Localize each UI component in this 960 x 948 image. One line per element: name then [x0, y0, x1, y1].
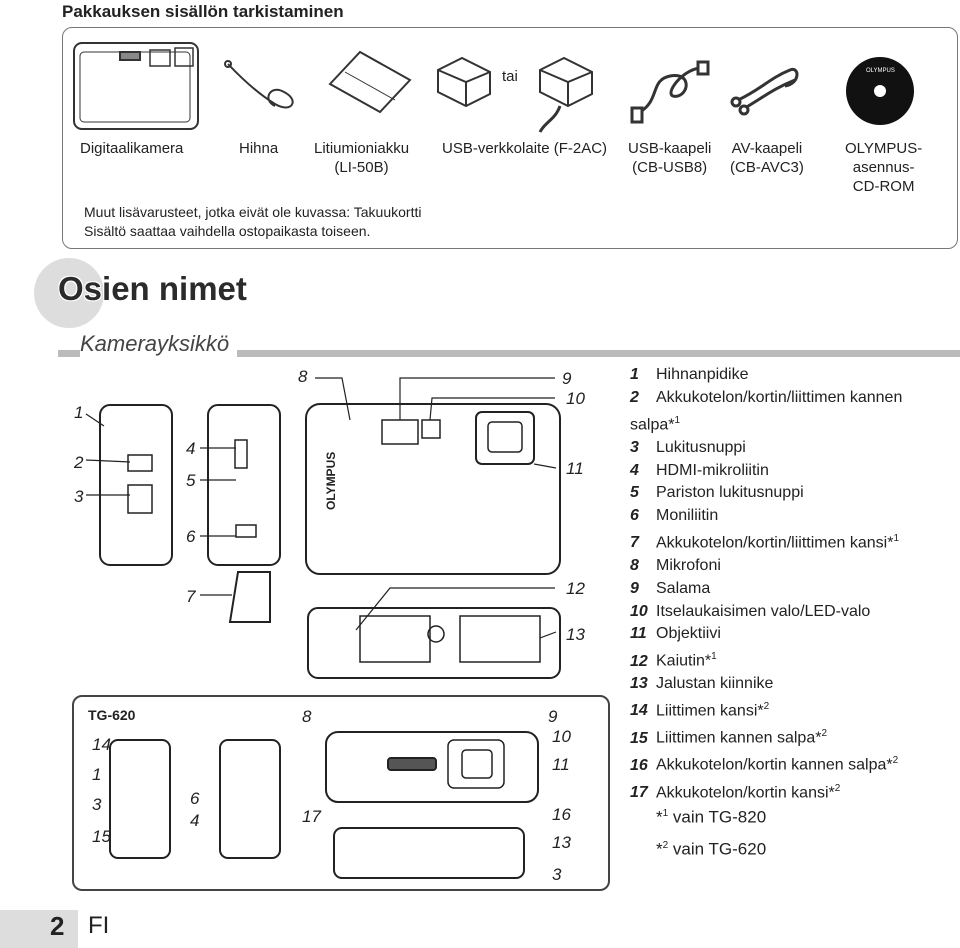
usb-adapter-icon: [437, 56, 593, 133]
battery-icon: [328, 50, 412, 114]
tg620-label: TG-620: [88, 707, 136, 723]
callout-13: 13: [566, 625, 585, 644]
callout-tg-11: 11: [552, 755, 570, 774]
callout-3: 3: [74, 487, 84, 506]
callout-tg-3: 3: [92, 795, 102, 814]
tg620-box: [72, 695, 610, 891]
camera-diagram: OLYMPUS 1 2 3 4 5 6 7 8 9 10 11 12 13 14…: [73, 367, 585, 884]
callout-4: 4: [186, 439, 195, 458]
camera-front-view: [305, 403, 561, 575]
callout-tg-16: 16: [552, 805, 571, 824]
contents-note-line1: Muut lisävarusteet, jotka eivät ole kuva…: [84, 204, 422, 220]
callout-tg-6: 6: [190, 789, 200, 808]
item-strap-label: Hihna: [239, 140, 279, 157]
contents-title: Pakkauksen sisällön tarkistaminen: [62, 2, 344, 21]
callout-tg-14: 14: [92, 735, 111, 754]
callout-2: 2: [73, 453, 84, 472]
strap-icon: [224, 60, 294, 109]
tg620-side-open-view: [219, 739, 281, 859]
av-cable-icon: [730, 67, 799, 116]
callout-tg-9: 9: [548, 707, 558, 726]
item-camera-label: Digitaalikamera: [80, 140, 184, 157]
callout-tg-4: 4: [190, 811, 199, 830]
page-number: 2: [50, 911, 65, 941]
contents-box: [62, 27, 958, 249]
callout-9: 9: [562, 369, 572, 388]
accessories-illustration: OLYMPUS: [73, 42, 914, 133]
item-cd-rom-label: OLYMPUS- asennus- CD-ROM: [845, 140, 923, 195]
part-item-continuation: salpa*1: [630, 414, 681, 433]
callout-1: 1: [74, 403, 83, 422]
callout-6: 6: [186, 527, 196, 546]
callout-10: 10: [566, 389, 585, 408]
tg620-bottom-view: [333, 827, 525, 879]
callout-12: 12: [566, 579, 585, 598]
item-usb-cable-label: USB-kaapeli (CB-USB8): [628, 140, 712, 176]
callout-8: 8: [298, 367, 308, 386]
callout-tg-1: 1: [92, 765, 101, 784]
callout-11: 11: [566, 459, 584, 478]
camera-icon: [73, 42, 199, 130]
camera-side-view: [99, 404, 173, 566]
or-label: tai: [502, 68, 518, 85]
subheading: Kamerayksikkö: [80, 331, 238, 357]
item-adapter-label: USB-verkkolaite (F-2AC): [442, 140, 608, 157]
section-tab-graphic: [34, 258, 104, 328]
footnotes: *1 vain TG-820 *2 vain TG-620: [656, 800, 766, 863]
page-number-box: [0, 910, 78, 948]
language-code: FI: [88, 912, 110, 939]
battery-door: [228, 571, 271, 623]
contents-note-line2: Sisältö saattaa vaihdella ostopaikasta t…: [84, 223, 371, 239]
item-av-cable-label: AV-kaapeli (CB-AVC3): [730, 140, 804, 176]
tg620-side-view: [109, 739, 171, 859]
callout-tg-8: 8: [302, 707, 312, 726]
brand-text: OLYMPUS: [324, 452, 338, 510]
cd-rom-icon: OLYMPUS: [846, 57, 914, 125]
callout-7: 7: [186, 587, 196, 606]
callout-5: 5: [186, 471, 196, 490]
footnote-2: *2 vain TG-620: [656, 839, 767, 859]
callout-tg-15: 15: [92, 827, 111, 846]
svg-text:OLYMPUS: OLYMPUS: [866, 68, 895, 74]
tg620-front-view: [325, 731, 539, 803]
callout-tg-10: 10: [552, 727, 571, 746]
callout-tg-3b: 3: [552, 865, 562, 884]
camera-bottom-view: [307, 607, 561, 679]
callout-tg-13: 13: [552, 833, 571, 852]
item-battery-label: Litiumioniakku (LI-50B): [314, 140, 410, 176]
callout-tg-17: 17: [302, 807, 321, 826]
camera-side-open-view: [207, 404, 281, 566]
footnote-1: *1 vain TG-820: [656, 807, 767, 827]
usb-cable-icon: [630, 60, 710, 124]
section-heading: Osien nimet: [58, 270, 247, 307]
subheading-rule: [58, 350, 960, 357]
